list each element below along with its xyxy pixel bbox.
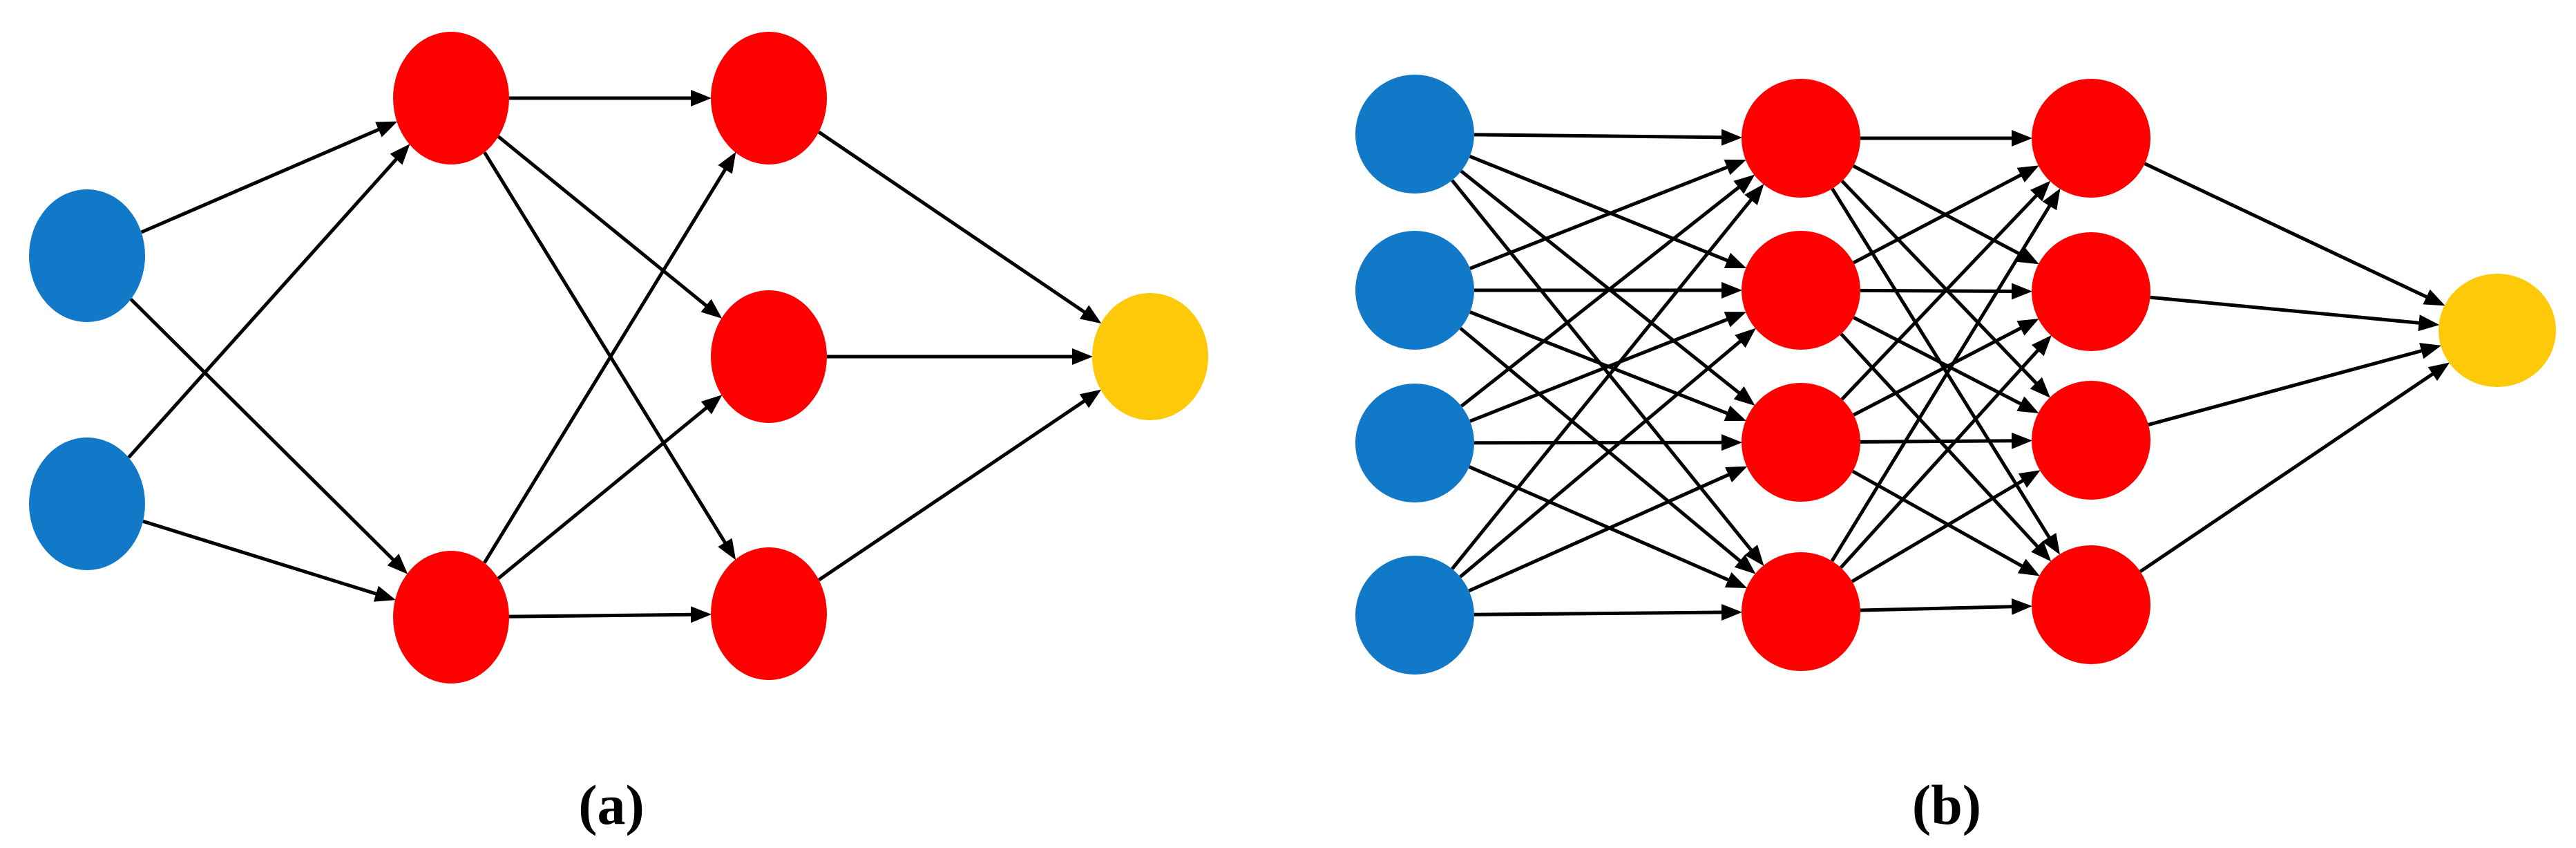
edge-a-h1-2-to-a-h2-3: [508, 606, 712, 623]
edge-a-h1-1-to-a-h2-2: [497, 135, 723, 319]
edge-b-in-4-to-b-h1-3: [1468, 466, 1748, 593]
hidden-node-a-h2-3: [711, 547, 827, 680]
input-node-b-in-4: [1355, 556, 1474, 675]
edge-b-h1-1-to-b-h2-4: [1831, 187, 2061, 555]
input-node-b-in-2: [1355, 231, 1474, 350]
edge-a-h1-1-to-a-h2-3: [483, 151, 736, 560]
hidden-node-b-h2-2: [2032, 232, 2150, 351]
panel-a-nodes: [29, 32, 1208, 684]
edge-b-in-4-to-b-h1-1: [1451, 184, 1764, 570]
edge-a-in-1-to-a-h1-1: [140, 121, 398, 234]
edge-b-in-3-to-b-h1-2: [1469, 312, 1746, 423]
edge-a-in-2-to-a-h1-1: [127, 144, 410, 459]
caption-b: (b): [1912, 773, 1981, 836]
output-node-b-out-1: [2439, 274, 2556, 387]
edge-b-h1-4-to-b-h2-2: [1839, 335, 2052, 569]
edge-b-h1-3-to-b-h2-2: [1853, 319, 2039, 417]
input-node-b-in-3: [1355, 384, 1474, 502]
panel-a: (a): [29, 32, 1208, 836]
edge-a-h1-2-to-a-h2-1: [483, 151, 736, 564]
hidden-node-b-h1-4: [1742, 552, 1860, 671]
hidden-node-b-h2-4: [2032, 545, 2150, 664]
hidden-node-b-h1-1: [1742, 79, 1860, 198]
output-node-a-out-1: [1092, 293, 1208, 420]
edge-b-h1-3-to-b-h2-3: [1860, 432, 2032, 449]
edge-b-h2-3-to-b-out-1: [2148, 343, 2442, 427]
edge-b-h1-4-to-b-h2-4: [1860, 598, 2032, 615]
input-node-a-in-2: [29, 437, 145, 570]
edge-b-h1-4-to-b-h2-3: [1851, 470, 2041, 583]
edge-b-in-1-to-b-h1-4: [1451, 179, 1764, 566]
hidden-node-a-h1-2: [393, 551, 509, 684]
edge-b-in-3-to-b-h1-1: [1460, 174, 1755, 408]
edge-b-h2-2-to-b-out-1: [2150, 295, 2440, 332]
hidden-node-b-h1-3: [1742, 383, 1860, 502]
hidden-node-a-h2-2: [711, 290, 827, 423]
edge-b-h1-4-to-b-h2-1: [1830, 188, 2061, 563]
edge-b-h1-3-to-b-h2-1: [1840, 180, 2051, 401]
edge-a-h1-2-to-a-h2-2: [497, 395, 723, 581]
panel-a-edges: [127, 90, 1102, 623]
edge-b-h1-2-to-b-h2-3: [1853, 316, 2039, 413]
edge-a-h2-1-to-a-out-1: [817, 130, 1102, 324]
caption-a: (a): [578, 773, 645, 836]
edge-b-in-4-to-b-h1-4: [1473, 604, 1742, 621]
hidden-node-a-h1-1: [393, 32, 509, 164]
edge-b-in-3-to-b-h1-3: [1473, 434, 1742, 451]
edge-b-in-2-to-b-h1-1: [1469, 159, 1746, 270]
hidden-node-a-h2-1: [711, 32, 827, 164]
input-node-a-in-1: [29, 189, 145, 322]
edge-a-in-2-to-a-h1-2: [142, 519, 396, 602]
edge-b-h2-4-to-b-out-1: [2139, 362, 2450, 573]
panel-b-nodes: [1355, 75, 2556, 675]
edge-b-in-3-to-b-h1-4: [1468, 465, 1748, 589]
edge-b-in-1-to-b-h1-2: [1469, 154, 1747, 269]
input-node-b-in-1: [1355, 75, 1474, 194]
edge-a-in-1-to-a-h1-2: [129, 298, 408, 574]
edge-a-h2-3-to-a-out-1: [818, 389, 1102, 582]
edge-b-h1-3-to-b-h2-4: [1851, 469, 2040, 576]
edge-b-in-1-to-b-h1-3: [1460, 169, 1755, 406]
hidden-node-b-h2-1: [2032, 79, 2150, 198]
hidden-node-b-h1-2: [1742, 231, 1860, 350]
hidden-node-b-h2-3: [2032, 381, 2150, 500]
edge-b-h1-2-to-b-h2-1: [1853, 165, 2039, 265]
panel-b: (b): [1355, 75, 2556, 836]
edge-b-in-1-to-b-h1-1: [1473, 129, 1742, 146]
edge-b-h2-1-to-b-out-1: [2144, 162, 2445, 306]
edge-b-h1-1-to-b-h2-3: [1840, 180, 2051, 398]
edge-b-in-4-to-b-h1-2: [1459, 328, 1756, 578]
edge-b-h1-2-to-b-h2-4: [1840, 332, 2052, 562]
panel-b-edges: [1451, 129, 2450, 621]
